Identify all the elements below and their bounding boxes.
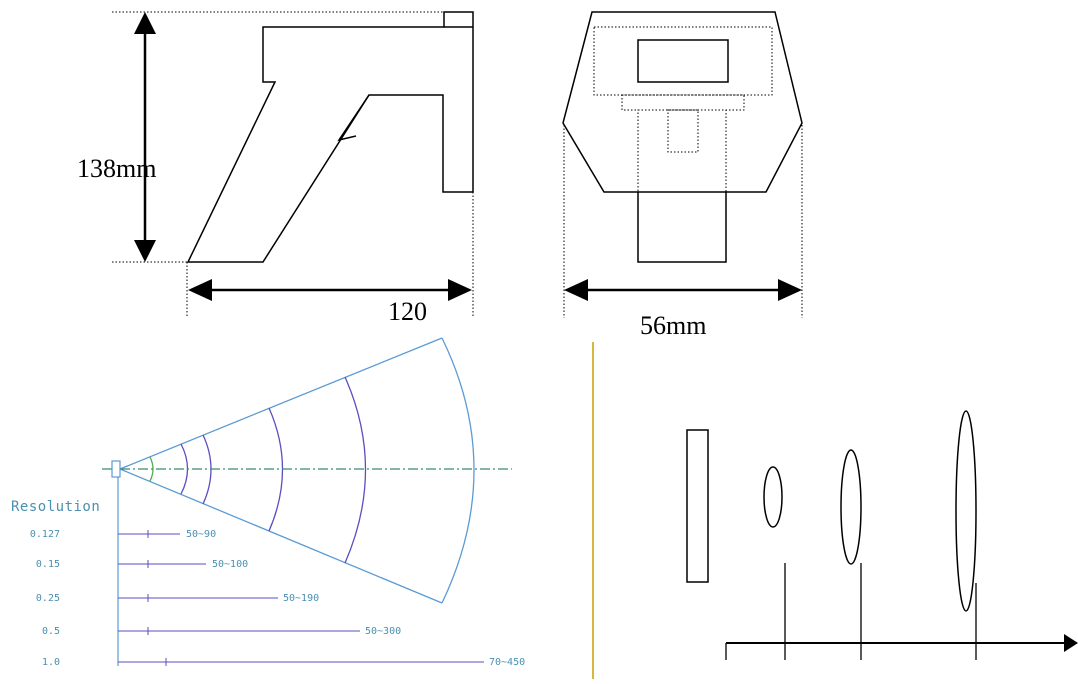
width-arrow-right: [778, 279, 802, 301]
scanner-source: [111, 460, 121, 478]
scanner-front-view: 56mm: [562, 11, 803, 340]
range-value: 50~190: [283, 593, 319, 604]
body-dotted-box: [637, 109, 727, 193]
front-outline: [562, 11, 803, 263]
width-arrow-left: [564, 279, 588, 301]
range-value: 50~300: [365, 626, 401, 637]
scan-arc-4: [344, 376, 367, 564]
scan-field-diagram: Resolution 0.127 50~90 0.15 50~100 0.25 …: [11, 337, 525, 668]
spot-ellipse-small: [763, 466, 783, 528]
length-label: 120: [388, 297, 427, 326]
width-label: 56mm: [640, 311, 706, 340]
spot-ellipse-large: [955, 410, 977, 612]
resolution-row: 0.15 50~100: [36, 559, 248, 570]
resolution-value: 0.5: [42, 626, 60, 637]
resolution-title: Resolution: [11, 499, 100, 515]
height-label: 138mm: [77, 154, 156, 183]
resolution-row: 0.25 50~190: [36, 593, 319, 604]
spot-size-diagram: [686, 410, 1078, 660]
spot-ellipse-medium: [840, 449, 862, 565]
range-value: 50~100: [212, 559, 248, 570]
range-value: 50~90: [186, 529, 216, 540]
height-arrow-bottom: [134, 240, 156, 262]
resolution-value: 0.15: [36, 559, 60, 570]
trigger: [337, 94, 370, 142]
fan-lower-edge: [119, 468, 443, 604]
scanner-window-rect: [686, 429, 709, 583]
head-dotted-box: [593, 26, 773, 96]
resolution-value: 0.127: [30, 529, 60, 540]
resolution-row: 1.0 70~450: [42, 657, 525, 668]
range-value: 70~450: [489, 657, 525, 668]
scanner-side-view: 138mm 120: [77, 11, 474, 326]
resolution-value: 1.0: [42, 657, 60, 668]
length-arrow-left: [188, 279, 212, 301]
fan-outer-arc: [441, 337, 475, 604]
trigger-dotted-box: [667, 109, 699, 153]
distance-axis-arrow: [1064, 634, 1078, 652]
neck-dotted-box: [621, 94, 745, 111]
resolution-row: 0.5 50~300: [42, 626, 401, 637]
fan-upper-edge: [119, 337, 443, 470]
length-arrow-right: [448, 279, 472, 301]
gun-outline: [186, 11, 474, 263]
resolution-row: 0.127 50~90: [30, 529, 216, 540]
resolution-value: 0.25: [36, 593, 60, 604]
height-arrow-top: [134, 12, 156, 34]
scan-window: [637, 39, 729, 83]
